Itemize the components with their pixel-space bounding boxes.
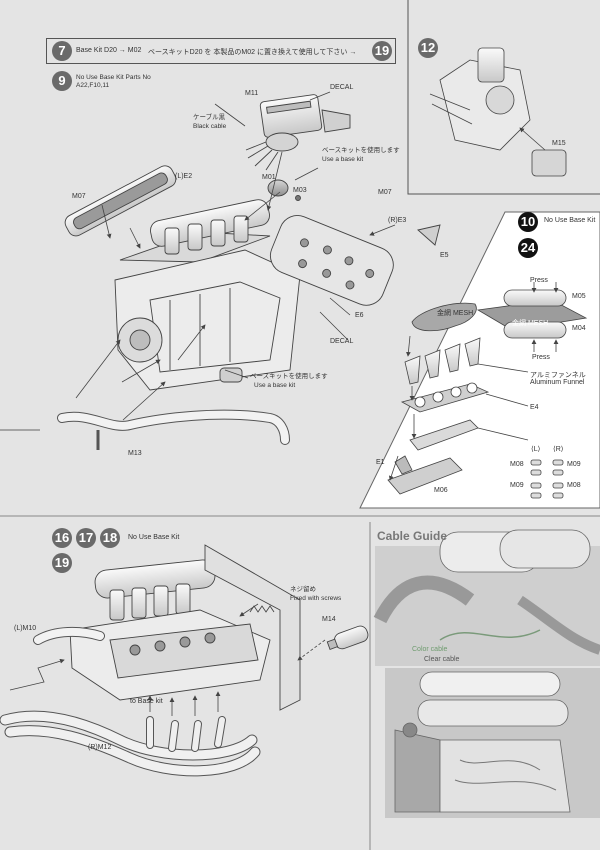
step-19b-marker: 19 (52, 553, 72, 573)
label-m11: M11 (245, 90, 259, 97)
label-m03: M03 (293, 187, 307, 194)
label-clear-cable: Clear cable (424, 656, 460, 663)
mesh-panel-background (359, 211, 600, 509)
step12-drawing (429, 47, 567, 177)
label-basekit-en-1: Use a base kit (322, 156, 364, 163)
step16-drawing (0, 544, 369, 777)
label-m01: M01 (262, 174, 276, 181)
step-16-marker: 16 (52, 528, 72, 548)
label-m07-right: M07 (378, 189, 392, 196)
mesh-assembly-arrows (388, 282, 559, 481)
step16-note: No Use Base Kit (128, 534, 180, 541)
label-cable-en: Black cable (193, 123, 227, 130)
main-engine-drawing (57, 94, 441, 450)
step9-note-line2: A22,F10,11 (76, 82, 110, 89)
main-assembly-arrows (75, 91, 396, 421)
label-screw-en: Fixed with screws (290, 595, 342, 602)
step-18-marker: 18 (100, 528, 120, 548)
label-m09-b: M09 (510, 482, 524, 489)
label-e2: (L)E2 (175, 173, 193, 180)
label-e6: E6 (355, 312, 364, 319)
step7-note-jp: ベースキットD20 を 本製品のM02 に置き換えて使用して下さい → (148, 49, 357, 56)
step-17-marker: 17 (76, 528, 96, 548)
label-m15: M15 (552, 140, 566, 147)
label-press-bottom: Press (532, 354, 550, 361)
step7-note-box (46, 38, 396, 64)
label-e5: E5 (440, 252, 449, 259)
label-funnel-en: Aluminum Funnel (530, 379, 585, 386)
label-e4: E4 (530, 404, 539, 411)
step-12-marker: 12 (418, 38, 438, 58)
label-m14: M14 (322, 616, 336, 623)
label-e3: (R)E3 (388, 217, 407, 224)
cable-guide-title: Cable Guide (377, 529, 448, 543)
label-color-cable: Color cable (412, 646, 448, 653)
label-funnel-jp: アルミファンネル (530, 372, 586, 379)
label-left: ⟨L⟩ (531, 446, 541, 453)
label-basekit-jp-1: ベースキットを使用します (322, 147, 400, 154)
label-right: ⟨R⟩ (553, 446, 564, 453)
label-to-base-kit: to Base kit (130, 698, 163, 705)
step9-note-line1: No Use Base Kit Parts No (76, 74, 151, 81)
cable-guide-photo (373, 529, 600, 818)
label-m06: M06 (434, 487, 448, 494)
step-24-marker: 24 (518, 238, 538, 258)
label-rm12: (R)M12 (88, 744, 112, 751)
label-m09-a: M09 (567, 461, 581, 468)
step-9-marker: 9 (52, 71, 72, 91)
step7-note-en: Base Kit D20 → M02 (76, 47, 142, 54)
label-basekit-en-2: Use a base kit (254, 382, 296, 389)
label-press-top: Press (530, 277, 548, 284)
label-m13: M13 (128, 450, 142, 457)
step-7-marker: 7 (52, 41, 72, 61)
label-decal-top: DECAL (330, 84, 354, 91)
label-decal-mid: DECAL (330, 338, 354, 345)
label-e1: E1 (376, 459, 385, 466)
label-m07-left: M07 (72, 193, 86, 200)
step10-note: No Use Base Kit (544, 217, 596, 224)
label-m04: M04 (572, 325, 586, 332)
step-19-marker: 19 (372, 41, 392, 61)
mesh-parts-drawing (387, 289, 588, 499)
step16-arrows (9, 603, 326, 716)
label-m08-a: M08 (510, 461, 524, 468)
label-basekit-jp-2: ベースキットを使用します (250, 373, 328, 380)
label-m05: M05 (572, 293, 586, 300)
step-10-marker: 10 (518, 212, 538, 232)
label-screw-jp: ネジ留め (290, 586, 316, 593)
label-lm10: (L)M10 (14, 625, 37, 632)
label-mesh-1: 金網 MESH (437, 310, 474, 317)
label-cable-jp: ケーブル黒 (193, 114, 226, 121)
label-mesh-2: 金網 MESH (512, 320, 549, 327)
label-m08-b: M08 (567, 482, 581, 489)
